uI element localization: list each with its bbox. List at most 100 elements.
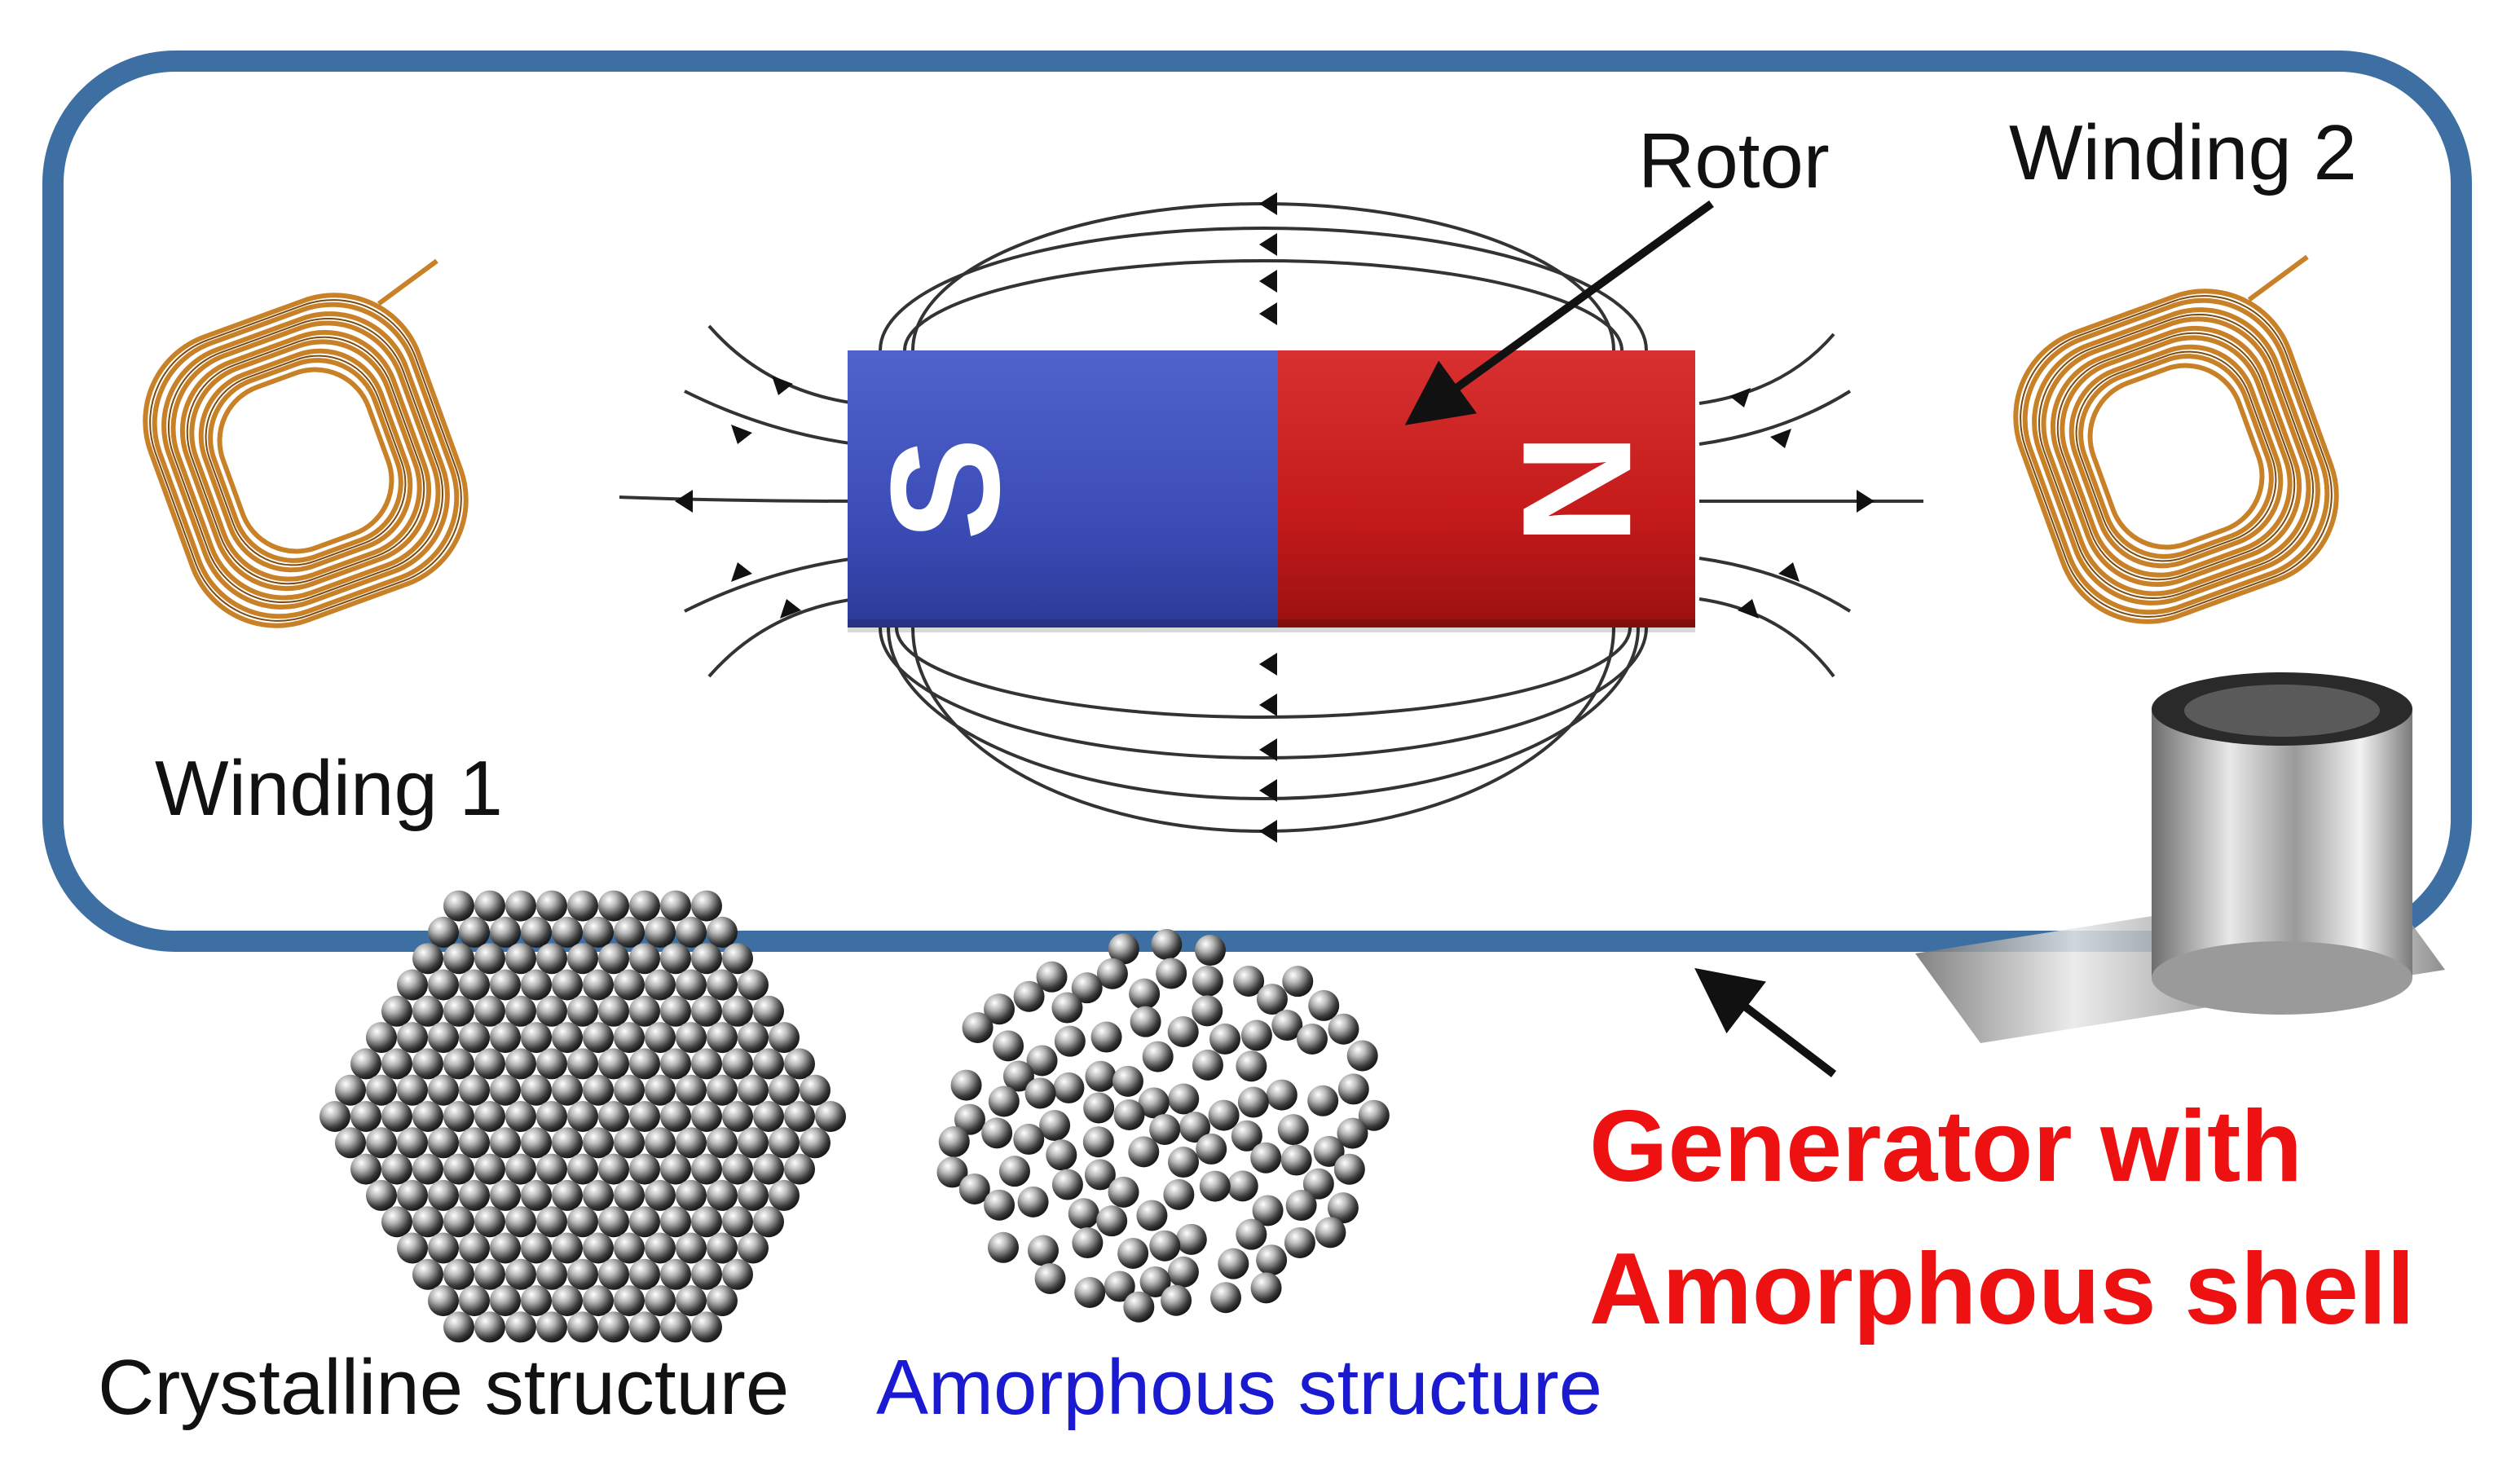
steel-ball [676, 969, 707, 1001]
steel-ball [676, 916, 707, 948]
steel-ball [1277, 1114, 1309, 1146]
steel-ball [1227, 1170, 1258, 1202]
steel-ball [660, 1101, 691, 1132]
steel-ball [505, 995, 536, 1027]
steel-ball [459, 1074, 490, 1106]
steel-ball [1327, 1192, 1359, 1224]
steel-ball [1256, 984, 1288, 1015]
steel-ball [645, 1074, 676, 1106]
steel-ball [583, 1074, 614, 1106]
steel-ball [536, 1048, 567, 1080]
steel-ball [459, 1022, 490, 1054]
steel-ball [536, 1311, 567, 1343]
steel-ball [954, 1103, 985, 1135]
steel-ball [1046, 1139, 1077, 1171]
steel-ball [950, 1069, 982, 1101]
generator-title-line-1: Generator with [1589, 1090, 2303, 1203]
steel-ball [1179, 1112, 1211, 1143]
steel-ball-lattice-icon [319, 890, 846, 1343]
steel-ball [1208, 1099, 1240, 1131]
steel-ball [428, 1022, 459, 1054]
steel-ball [1284, 1226, 1315, 1258]
steel-ball [428, 916, 459, 948]
steel-ball [614, 916, 645, 948]
steel-ball [753, 1206, 784, 1238]
steel-ball [505, 1258, 536, 1290]
steel-ball [1250, 1272, 1282, 1304]
steel-ball [1280, 1144, 1312, 1176]
steel-ball [691, 943, 722, 975]
steel-ball [397, 1022, 428, 1054]
steel-ball [583, 1127, 614, 1159]
shell-pointer-arrow [1694, 967, 1837, 1077]
steel-ball [1328, 1013, 1359, 1045]
steel-ball [629, 890, 660, 922]
steel-ball [335, 1074, 366, 1106]
steel-ball [552, 1179, 583, 1211]
steel-ball [987, 1231, 1019, 1263]
steel-ball-lattice-icon [936, 928, 1390, 1323]
steel-ball [412, 1048, 443, 1080]
steel-ball [1168, 1147, 1200, 1178]
steel-ball [1090, 1021, 1122, 1053]
steel-ball [443, 890, 474, 922]
steel-ball [505, 1153, 536, 1185]
steel-ball [1233, 965, 1265, 997]
steel-ball [629, 1311, 660, 1343]
steel-ball [536, 1258, 567, 1290]
steel-ball [784, 1048, 815, 1080]
steel-ball [443, 943, 474, 975]
steel-ball [1196, 1133, 1227, 1165]
steel-ball [474, 890, 505, 922]
steel-ball [443, 1048, 474, 1080]
steel-ball [769, 1127, 800, 1159]
steel-ball [1167, 1256, 1199, 1288]
steel-ball [567, 1311, 598, 1343]
steel-ball [738, 1127, 769, 1159]
steel-ball [1149, 1113, 1181, 1145]
steel-ball [567, 1258, 598, 1290]
steel-ball [474, 943, 505, 975]
steel-ball [1129, 978, 1161, 1010]
steel-ball [676, 1022, 707, 1054]
steel-ball [722, 995, 753, 1027]
field-arrowheads [675, 192, 1875, 843]
steel-ball [366, 1074, 397, 1106]
steel-ball [1027, 1235, 1059, 1266]
steel-ball [660, 1206, 691, 1238]
steel-ball [598, 943, 629, 975]
steel-ball [1337, 1117, 1368, 1149]
steel-ball [1337, 1073, 1369, 1105]
steel-ball [614, 1179, 645, 1211]
steel-ball [676, 1179, 707, 1211]
steel-ball [707, 1022, 738, 1054]
steel-ball [490, 916, 521, 948]
steel-ball [769, 1022, 800, 1054]
steel-ball [707, 1127, 738, 1159]
steel-ball [1167, 1015, 1199, 1047]
steel-ball [521, 1127, 552, 1159]
steel-ball [1231, 1120, 1262, 1152]
steel-ball [660, 995, 691, 1027]
steel-ball [459, 1179, 490, 1211]
steel-ball [629, 1153, 660, 1185]
steel-ball [1039, 1110, 1071, 1142]
steel-ball [428, 969, 459, 1001]
rotor-pointer-arrow [1404, 200, 1714, 425]
steel-ball [691, 1048, 722, 1080]
steel-ball [381, 1101, 412, 1132]
south-pole [848, 350, 1278, 628]
steel-ball [505, 1311, 536, 1343]
steel-ball [1117, 1237, 1149, 1269]
steel-ball [645, 1022, 676, 1054]
steel-ball [1096, 958, 1128, 989]
amorphous-shell-border [42, 51, 2472, 952]
steel-ball [598, 995, 629, 1027]
steel-ball [784, 1101, 815, 1132]
steel-ball [412, 995, 443, 1027]
steel-ball [1084, 1159, 1116, 1191]
steel-ball [1130, 1006, 1161, 1037]
steel-ball [474, 1048, 505, 1080]
steel-ball [660, 890, 691, 922]
steel-ball [474, 1153, 505, 1185]
